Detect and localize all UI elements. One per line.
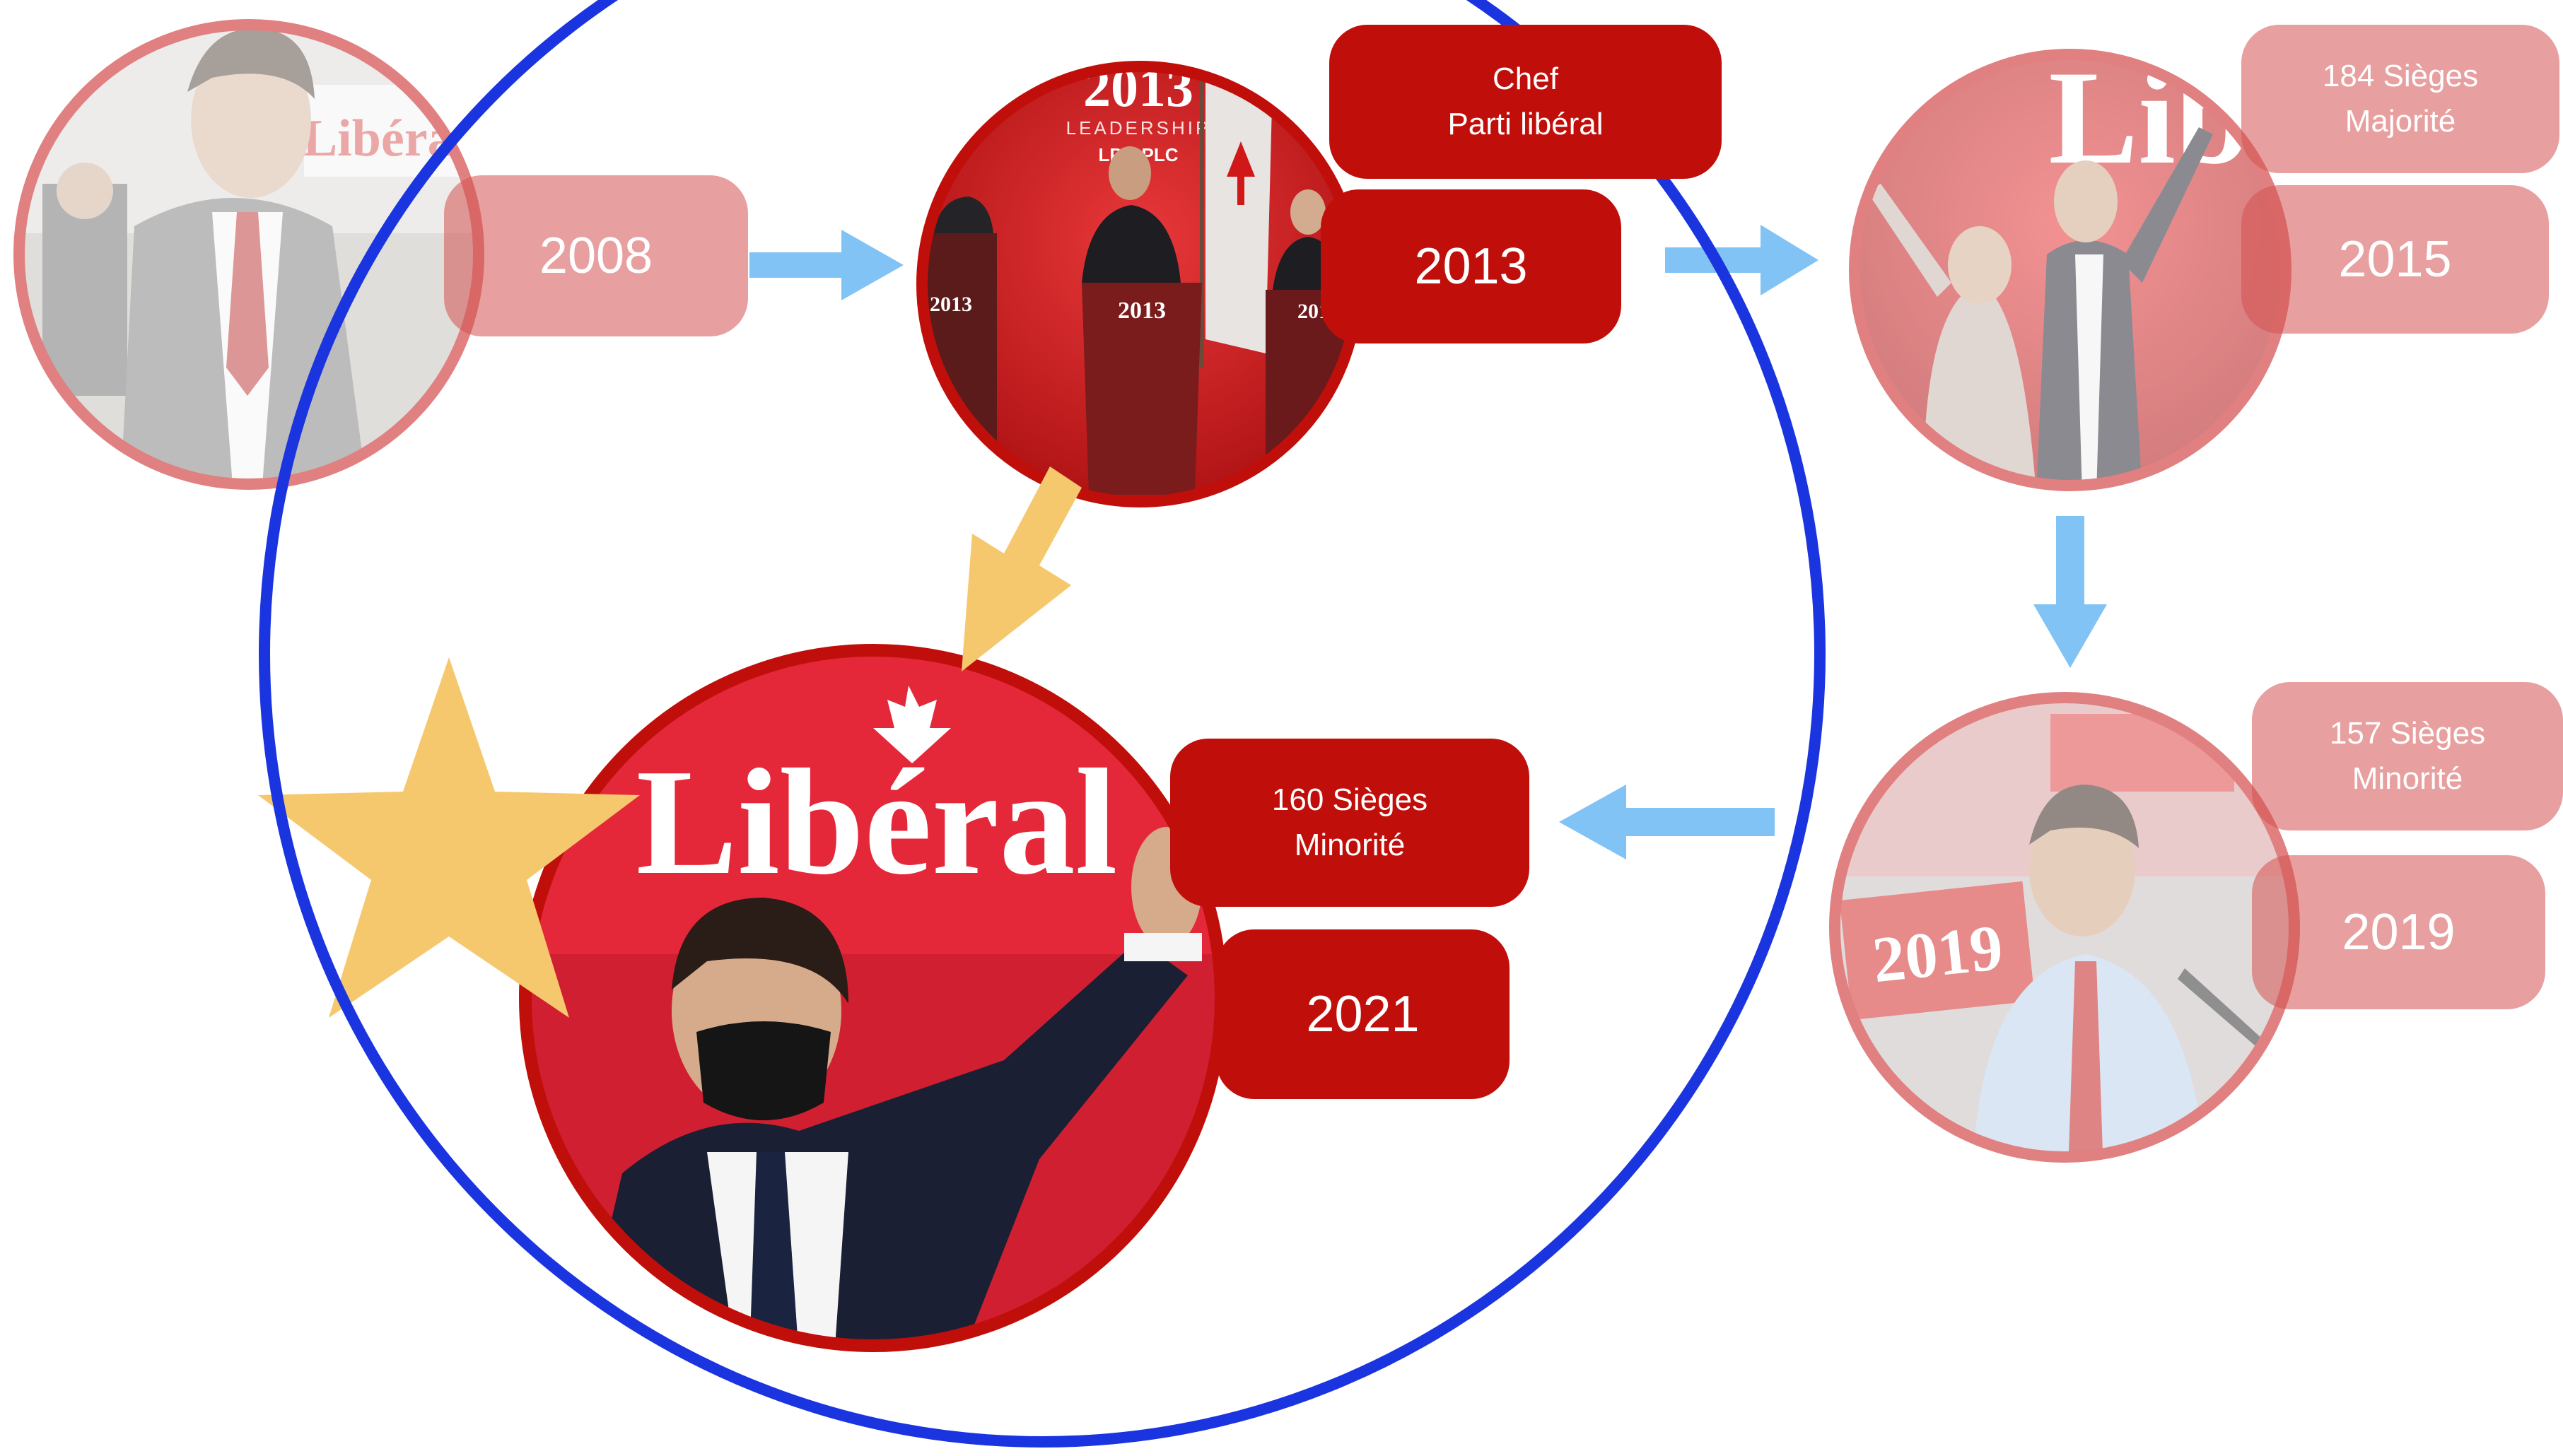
arrow-2013-2021 <box>962 466 1082 671</box>
photo-2008: Libéral <box>13 19 484 490</box>
year-text: 2013 <box>1414 237 1528 295</box>
year-text: 2008 <box>539 227 653 284</box>
year-label-2015: 2015 <box>2241 185 2549 334</box>
arrow-2008-2013 <box>749 230 904 300</box>
note-text: 184 Sièges Majorité <box>2322 59 2479 139</box>
year-label-2021: 2021 <box>1216 929 1510 1099</box>
note-label-2021: 160 Sièges Minorité <box>1170 739 1529 907</box>
year-text: 2019 <box>2342 903 2456 961</box>
arrow-icon <box>749 230 904 300</box>
arrow-2019-2021 <box>1559 785 1775 859</box>
arrow-2015-2019 <box>2033 516 2107 668</box>
svg-text:2013: 2013 <box>1118 298 1166 324</box>
year-label-2008: 2008 <box>444 175 748 336</box>
photo-2021: Libéral <box>519 644 1227 1352</box>
arrow-2013-2015 <box>1665 225 1818 295</box>
note-text: 160 Sièges Minorité <box>1271 782 1428 862</box>
note-label-2013: Chef Parti libéral <box>1329 25 1722 179</box>
photo-2019-sign: 2019 <box>1869 911 2007 997</box>
note-label-2019: 157 Sièges Minorité <box>2252 682 2563 830</box>
photo-2019: 2019 <box>1829 692 2300 1163</box>
arrow-icon <box>1559 785 1775 859</box>
photo-2021-sign: Libéral <box>636 737 1118 906</box>
year-text: 2015 <box>2338 230 2452 288</box>
year-label-2019: 2019 <box>2252 855 2545 1009</box>
note-text: Chef Parti libéral <box>1447 61 1604 141</box>
svg-text:LEADERSHIP: LEADERSHIP <box>1066 117 1211 139</box>
photo-2013: 2013 LEADERSHIP LPC•PLC 2013 2013 2013 <box>916 61 1363 507</box>
arrow-icon <box>962 466 1082 671</box>
note-label-2015: 184 Sièges Majorité <box>2241 25 2559 173</box>
arrow-icon <box>1665 225 1818 295</box>
photo-2015: Lib <box>1849 49 2291 491</box>
arrow-icon <box>2033 516 2107 668</box>
svg-text:2013: 2013 <box>930 293 972 316</box>
year-label-2013: 2013 <box>1321 189 1621 344</box>
note-text: 157 Sièges Minorité <box>2329 716 2486 796</box>
year-text: 2021 <box>1306 985 1420 1043</box>
